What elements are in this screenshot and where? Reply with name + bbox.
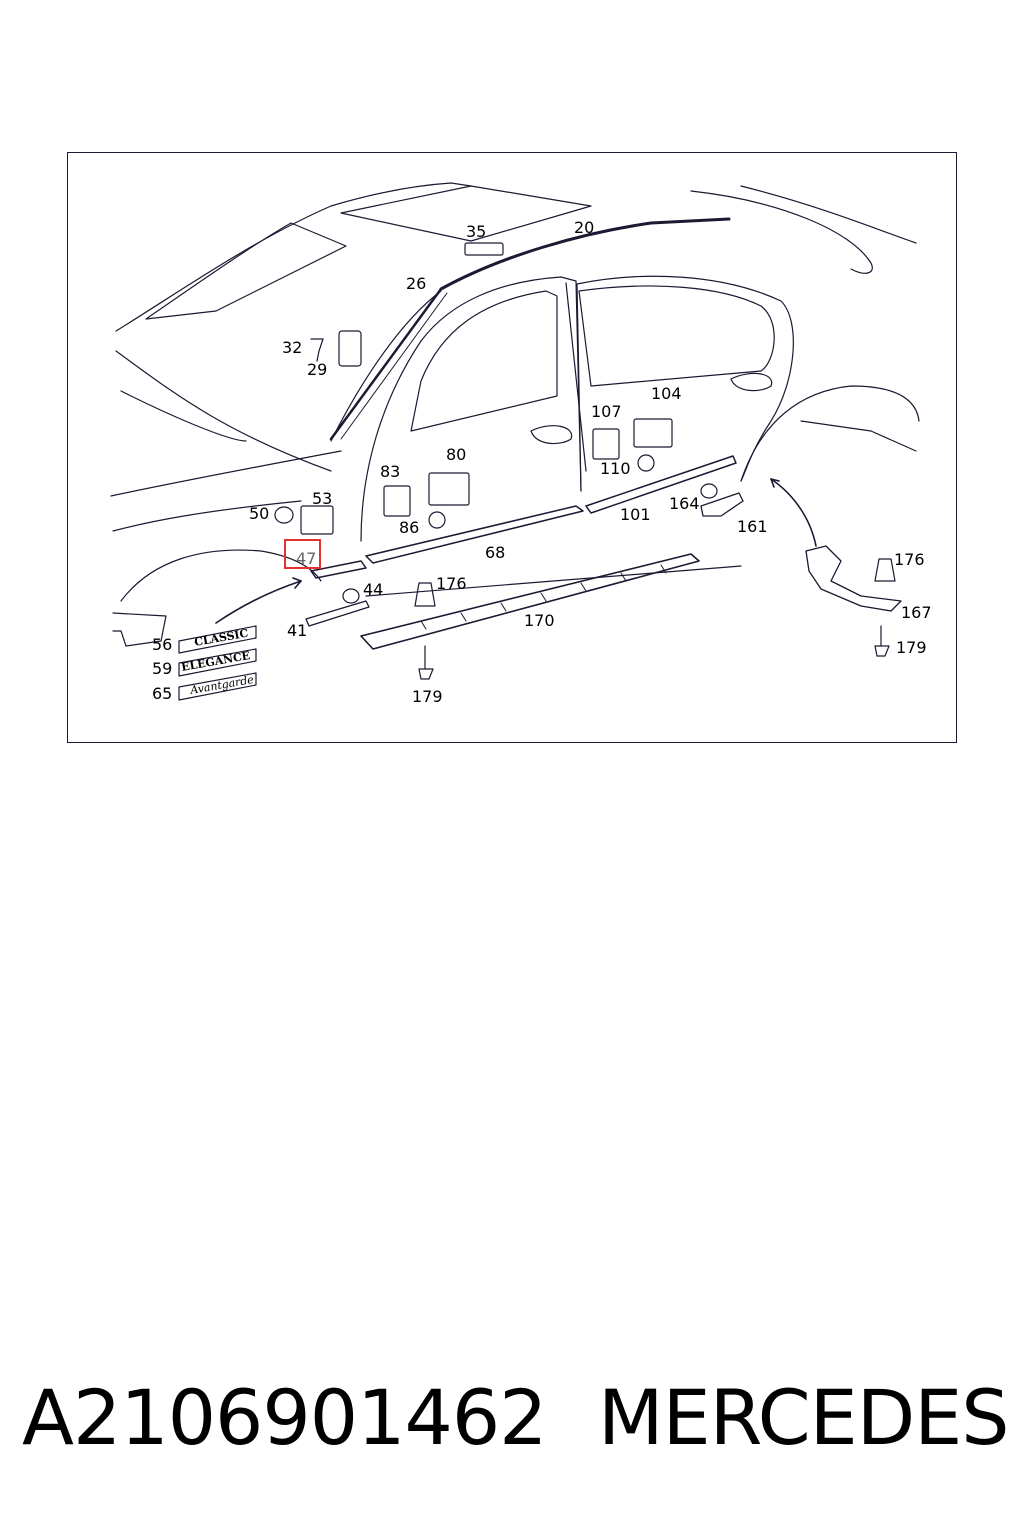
rear-door-window xyxy=(578,285,775,387)
front-pillar xyxy=(330,290,442,442)
part-number: A2106901462 xyxy=(22,1373,548,1462)
callout-32: 32 xyxy=(282,338,302,357)
roof-outline xyxy=(115,182,472,332)
callout-29: 29 xyxy=(307,360,327,379)
clip-104 xyxy=(633,418,673,448)
callout-68: 68 xyxy=(485,543,505,562)
callout-47: 47 xyxy=(296,549,316,568)
door-handle-front xyxy=(530,425,573,445)
pillar-trim-26 xyxy=(329,287,443,441)
callout-167: 167 xyxy=(901,603,932,622)
sill-line xyxy=(365,565,742,597)
callout-161: 161 xyxy=(737,517,768,536)
wheel-arch-front xyxy=(120,549,322,602)
callout-110: 110 xyxy=(600,459,631,478)
hood-front xyxy=(110,450,342,497)
car-side-trim-drawing: CLASSIC ELEGANCE Avantgarde 20 35 26 32 … xyxy=(110,182,932,706)
screw-86 xyxy=(428,511,446,529)
parts-diagram: CLASSIC ELEGANCE Avantgarde 20 35 26 32 … xyxy=(67,152,957,743)
screw-110 xyxy=(637,454,655,472)
callout-107: 107 xyxy=(591,402,622,421)
product-caption: A2106901462 MERCEDES xyxy=(0,1370,1024,1470)
clip-53 xyxy=(300,505,334,535)
plug-44 xyxy=(342,588,360,604)
moulding-68 xyxy=(365,505,584,564)
strip-41 xyxy=(305,600,370,627)
b-pillar xyxy=(565,282,587,472)
badge-elegance-text: ELEGANCE xyxy=(180,649,251,674)
end-cap-161 xyxy=(700,492,744,517)
front-fender xyxy=(112,500,302,532)
badge-avantgarde-text: Avantgarde xyxy=(188,673,255,697)
clip-107 xyxy=(592,428,620,460)
callout-80: 80 xyxy=(446,445,466,464)
callout-59: 59 xyxy=(152,659,172,678)
roof-strip-20 xyxy=(439,217,731,291)
front-bumper-corner xyxy=(112,612,167,647)
moulding-47 xyxy=(310,560,367,579)
plug-164 xyxy=(700,483,718,499)
rear-window-outline xyxy=(690,190,873,274)
callout-53: 53 xyxy=(312,489,332,508)
callout-56: 56 xyxy=(152,635,172,654)
sunroof-outline xyxy=(340,185,592,242)
moulding-101 xyxy=(585,455,737,514)
callout-179-right: 179 xyxy=(896,638,927,657)
callout-35: 35 xyxy=(466,222,486,241)
badge-56 xyxy=(178,625,257,654)
door-handle-rear xyxy=(730,372,773,392)
badge-classic-text: CLASSIC xyxy=(193,627,249,649)
badge-65 xyxy=(178,672,257,701)
callout-179-left: 179 xyxy=(412,687,443,706)
hood-line xyxy=(115,350,332,472)
windshield-outline xyxy=(145,222,347,320)
rear-wheel-arch xyxy=(740,385,920,482)
screw-179a xyxy=(418,645,434,680)
callout-164: 164 xyxy=(669,494,700,513)
callout-26: 26 xyxy=(406,274,426,293)
clip-35 xyxy=(464,242,504,256)
clip-176b xyxy=(874,558,896,582)
front-door-window xyxy=(410,290,558,432)
callout-176-left: 176 xyxy=(436,574,467,593)
sill-panel-170 xyxy=(360,553,700,650)
front-door-outline xyxy=(360,276,582,542)
badge-59 xyxy=(178,648,257,677)
screw-32 xyxy=(310,338,324,362)
callout-86: 86 xyxy=(399,518,419,537)
rear-roof-line xyxy=(740,185,917,244)
callout-83: 83 xyxy=(380,462,400,481)
callout-44: 44 xyxy=(363,580,383,599)
callout-41: 41 xyxy=(287,621,307,640)
clip-29 xyxy=(338,330,362,367)
clip-80 xyxy=(428,472,470,506)
callout-50: 50 xyxy=(249,504,269,523)
arrow-to-161 xyxy=(770,478,817,547)
callout-65: 65 xyxy=(152,684,172,703)
hood-line-2 xyxy=(120,390,247,442)
callout-170: 170 xyxy=(524,611,555,630)
screw-179b xyxy=(874,625,890,657)
clip-176a xyxy=(414,582,436,607)
brand-name: MERCEDES xyxy=(598,1373,1009,1462)
callout-176-right: 176 xyxy=(894,550,925,569)
callout-101: 101 xyxy=(620,505,651,524)
arrow-to-47 xyxy=(215,580,302,624)
rear-body-detail xyxy=(800,420,917,452)
plug-50 xyxy=(274,506,294,524)
bracket-167 xyxy=(805,545,902,612)
callout-20: 20 xyxy=(574,218,594,237)
clip-83 xyxy=(383,485,411,517)
highlight-box-47 xyxy=(284,539,321,569)
callout-104: 104 xyxy=(651,384,682,403)
